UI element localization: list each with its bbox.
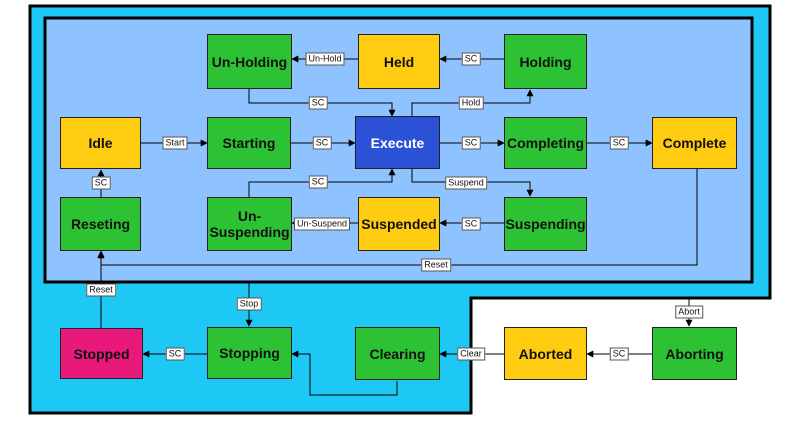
label-sc-unsuspending-execute: SC xyxy=(308,175,328,189)
label-sc-unholding-execute: SC xyxy=(308,96,328,110)
label-stop: Stop xyxy=(236,297,262,311)
state-unholding: Un-Holding xyxy=(207,34,292,89)
state-held: Held xyxy=(358,34,440,89)
label-clear: Clear xyxy=(457,347,485,361)
label-sc-aborting-aborted: SC xyxy=(609,347,629,361)
state-stopping: Stopping xyxy=(207,327,292,379)
state-aborting: Aborting xyxy=(652,327,737,380)
state-execute: Execute xyxy=(355,116,440,169)
label-sc-completing-complete: SC xyxy=(609,136,629,150)
label-unhold: Un-Hold xyxy=(305,52,345,66)
label-sc-execute-completing: SC xyxy=(461,136,481,150)
label-unsuspend: Un-Suspend xyxy=(293,217,351,231)
label-abort: Abort xyxy=(675,305,703,319)
label-reset-stopped: Reset xyxy=(86,283,116,297)
state-resetting: Reseting xyxy=(60,197,141,251)
arrow-clearing-to-stopping xyxy=(291,350,398,396)
label-start: Start xyxy=(162,136,188,150)
label-sc-starting-execute: SC xyxy=(312,136,332,150)
state-completing: Completing xyxy=(504,117,587,169)
label-sc-resetting-idle: SC xyxy=(91,176,111,190)
state-starting: Starting xyxy=(207,117,291,169)
state-suspended: Suspended xyxy=(358,197,440,251)
state-holding: Holding xyxy=(504,34,587,89)
state-complete: Complete xyxy=(652,117,737,169)
label-sc-stopping-stopped: SC xyxy=(165,347,185,361)
label-sc-suspending-suspended: SC xyxy=(461,217,481,231)
state-unsuspending: Un- Suspending xyxy=(207,197,292,251)
label-hold: Hold xyxy=(458,96,484,110)
label-sc-holding-held: SC xyxy=(461,52,481,66)
state-stopped: Stopped xyxy=(60,328,143,379)
label-reset-complete: Reset xyxy=(421,258,451,272)
state-clearing: Clearing xyxy=(355,327,440,380)
label-suspend: Suspend xyxy=(445,176,487,190)
state-idle: Idle xyxy=(60,117,141,169)
state-suspending: Suspending xyxy=(504,197,587,251)
state-aborted: Aborted xyxy=(504,327,587,380)
